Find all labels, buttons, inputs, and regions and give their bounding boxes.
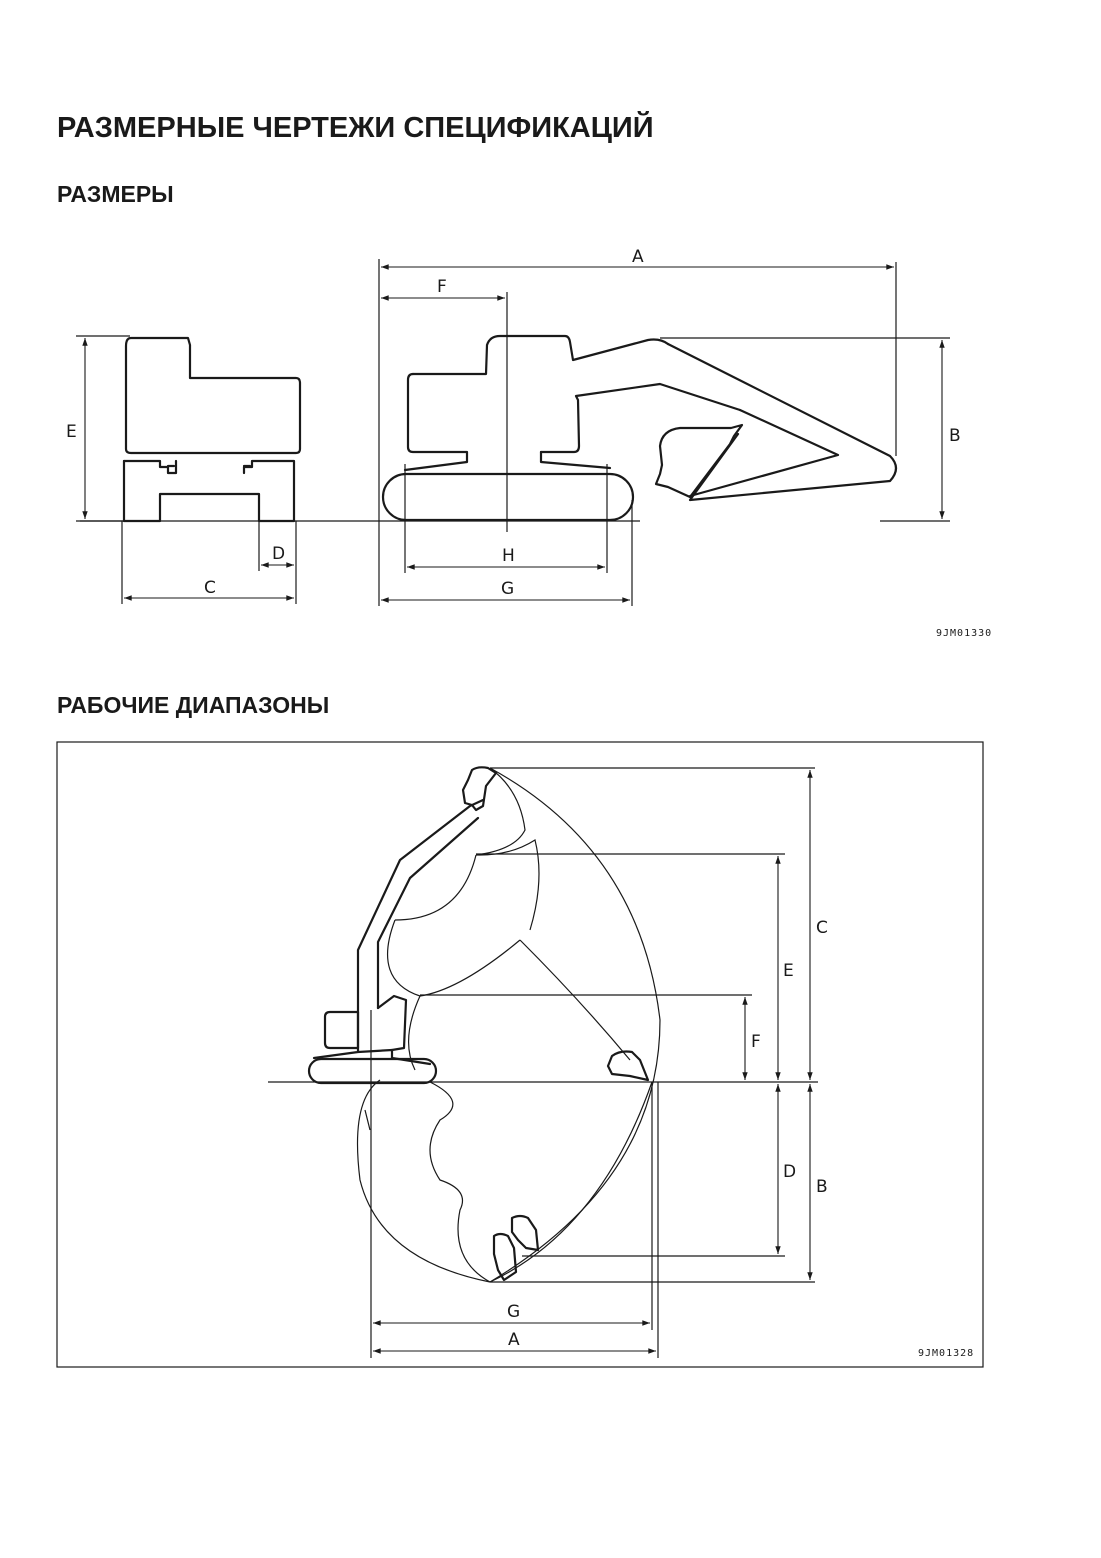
figure-code: 9JM01330: [936, 628, 992, 639]
excavator-raised: [307, 766, 498, 1085]
figure-code: 9JM01328: [918, 1348, 974, 1359]
figure-frame: [56, 741, 984, 1368]
section-title-working-ranges: РАБОЧИЕ ДИАПАЗОНЫ: [57, 692, 330, 718]
reach-envelope: [356, 767, 661, 1283]
label-g: G: [501, 579, 514, 599]
section-title-dimensions: РАЗМЕРЫ: [57, 181, 174, 207]
label-h: H: [502, 546, 515, 566]
label-b: B: [816, 1177, 828, 1197]
dimension-extension-lines: [370, 767, 815, 1358]
bucket-positions: [492, 1050, 650, 1282]
label-c: C: [204, 578, 216, 598]
working-ranges-figure: C E F D B G A 9JM01328: [56, 741, 984, 1368]
label-d: D: [783, 1162, 796, 1182]
label-g: G: [507, 1302, 520, 1322]
dimension-extension-lines: [76, 259, 950, 606]
dimensions-figure: A F B E D C H G 9JM01330: [66, 247, 992, 639]
label-e: E: [783, 961, 794, 981]
label-a: A: [508, 1330, 520, 1350]
label-d: D: [272, 544, 285, 564]
label-c: C: [816, 918, 828, 938]
label-a: A: [632, 247, 644, 267]
label-b: B: [949, 426, 961, 446]
front-view: [122, 336, 302, 523]
page-title: РАЗМЕРНЫЕ ЧЕРТЕЖИ СПЕЦИФИКАЦИЙ: [57, 112, 654, 144]
label-e: E: [66, 422, 77, 442]
side-view: [381, 334, 898, 522]
label-f: F: [751, 1032, 761, 1052]
label-f: F: [437, 277, 447, 297]
